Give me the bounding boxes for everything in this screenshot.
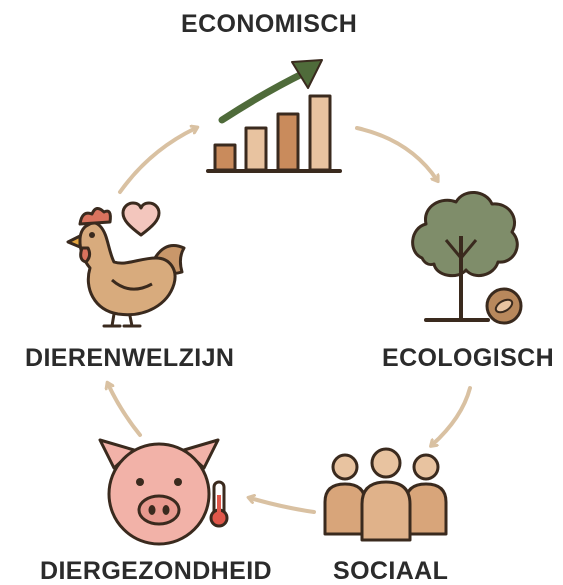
person-center-body <box>360 480 412 542</box>
growth-arrow-head <box>291 59 323 89</box>
chicken-legs <box>102 312 142 328</box>
pig-head <box>107 442 211 546</box>
person-left-body <box>323 482 367 536</box>
person-right-head <box>412 453 440 481</box>
pig-nostril-right <box>162 505 170 515</box>
bar-chart-growth-icon <box>206 59 342 173</box>
bar-2 <box>244 126 268 172</box>
pig-thermometer-icon <box>98 438 229 546</box>
chicken-wing <box>111 278 153 291</box>
thermometer-bulb <box>209 508 229 528</box>
label-ecologisch: ECOLOGISCH <box>382 344 555 372</box>
tree-branch-left <box>444 239 463 259</box>
arrow-ecologisch-to-sociaal <box>432 386 472 445</box>
person-center-head <box>370 447 402 479</box>
chicken-beak <box>66 234 82 249</box>
chicken-body <box>78 221 177 317</box>
person-right-body <box>404 482 448 536</box>
pig-snout <box>137 494 181 526</box>
cycle-arrows <box>108 126 472 514</box>
pig-eye-right <box>174 478 182 486</box>
arrow-sociaal-to-diergezondheid <box>250 498 316 514</box>
pig-eye-left <box>136 478 144 486</box>
growth-arrow-line <box>218 68 310 124</box>
label-sociaal: SOCIAAL <box>333 557 449 585</box>
person-left-head <box>331 453 359 481</box>
seed-inner <box>494 298 514 314</box>
label-diergezondheid: DIERGEZONDHEID <box>40 557 273 585</box>
pig-nostril-left <box>148 505 156 515</box>
chicken-comb <box>78 207 112 226</box>
label-economisch: ECONOMISCH <box>181 10 358 38</box>
arrow-dierenwelzijn-to-economisch <box>118 128 196 194</box>
bar-3 <box>276 112 300 172</box>
arrow-economisch-to-ecologisch <box>355 126 437 180</box>
chicken-heart-icon <box>66 201 186 328</box>
tree-branch-right <box>459 239 478 259</box>
arrow-diergezondheid-to-dierenwelzijn <box>108 384 142 437</box>
chicken-eye <box>89 232 95 238</box>
people-group-icon <box>323 447 448 542</box>
bar-4 <box>308 94 332 172</box>
heart-icon <box>121 201 161 237</box>
label-dierenwelzijn: DIERENWELZIJN <box>25 344 235 372</box>
bar-1 <box>213 143 237 172</box>
tree-crown <box>411 191 519 278</box>
tree-seed-icon <box>411 191 523 325</box>
chicken-wattle <box>79 246 92 264</box>
